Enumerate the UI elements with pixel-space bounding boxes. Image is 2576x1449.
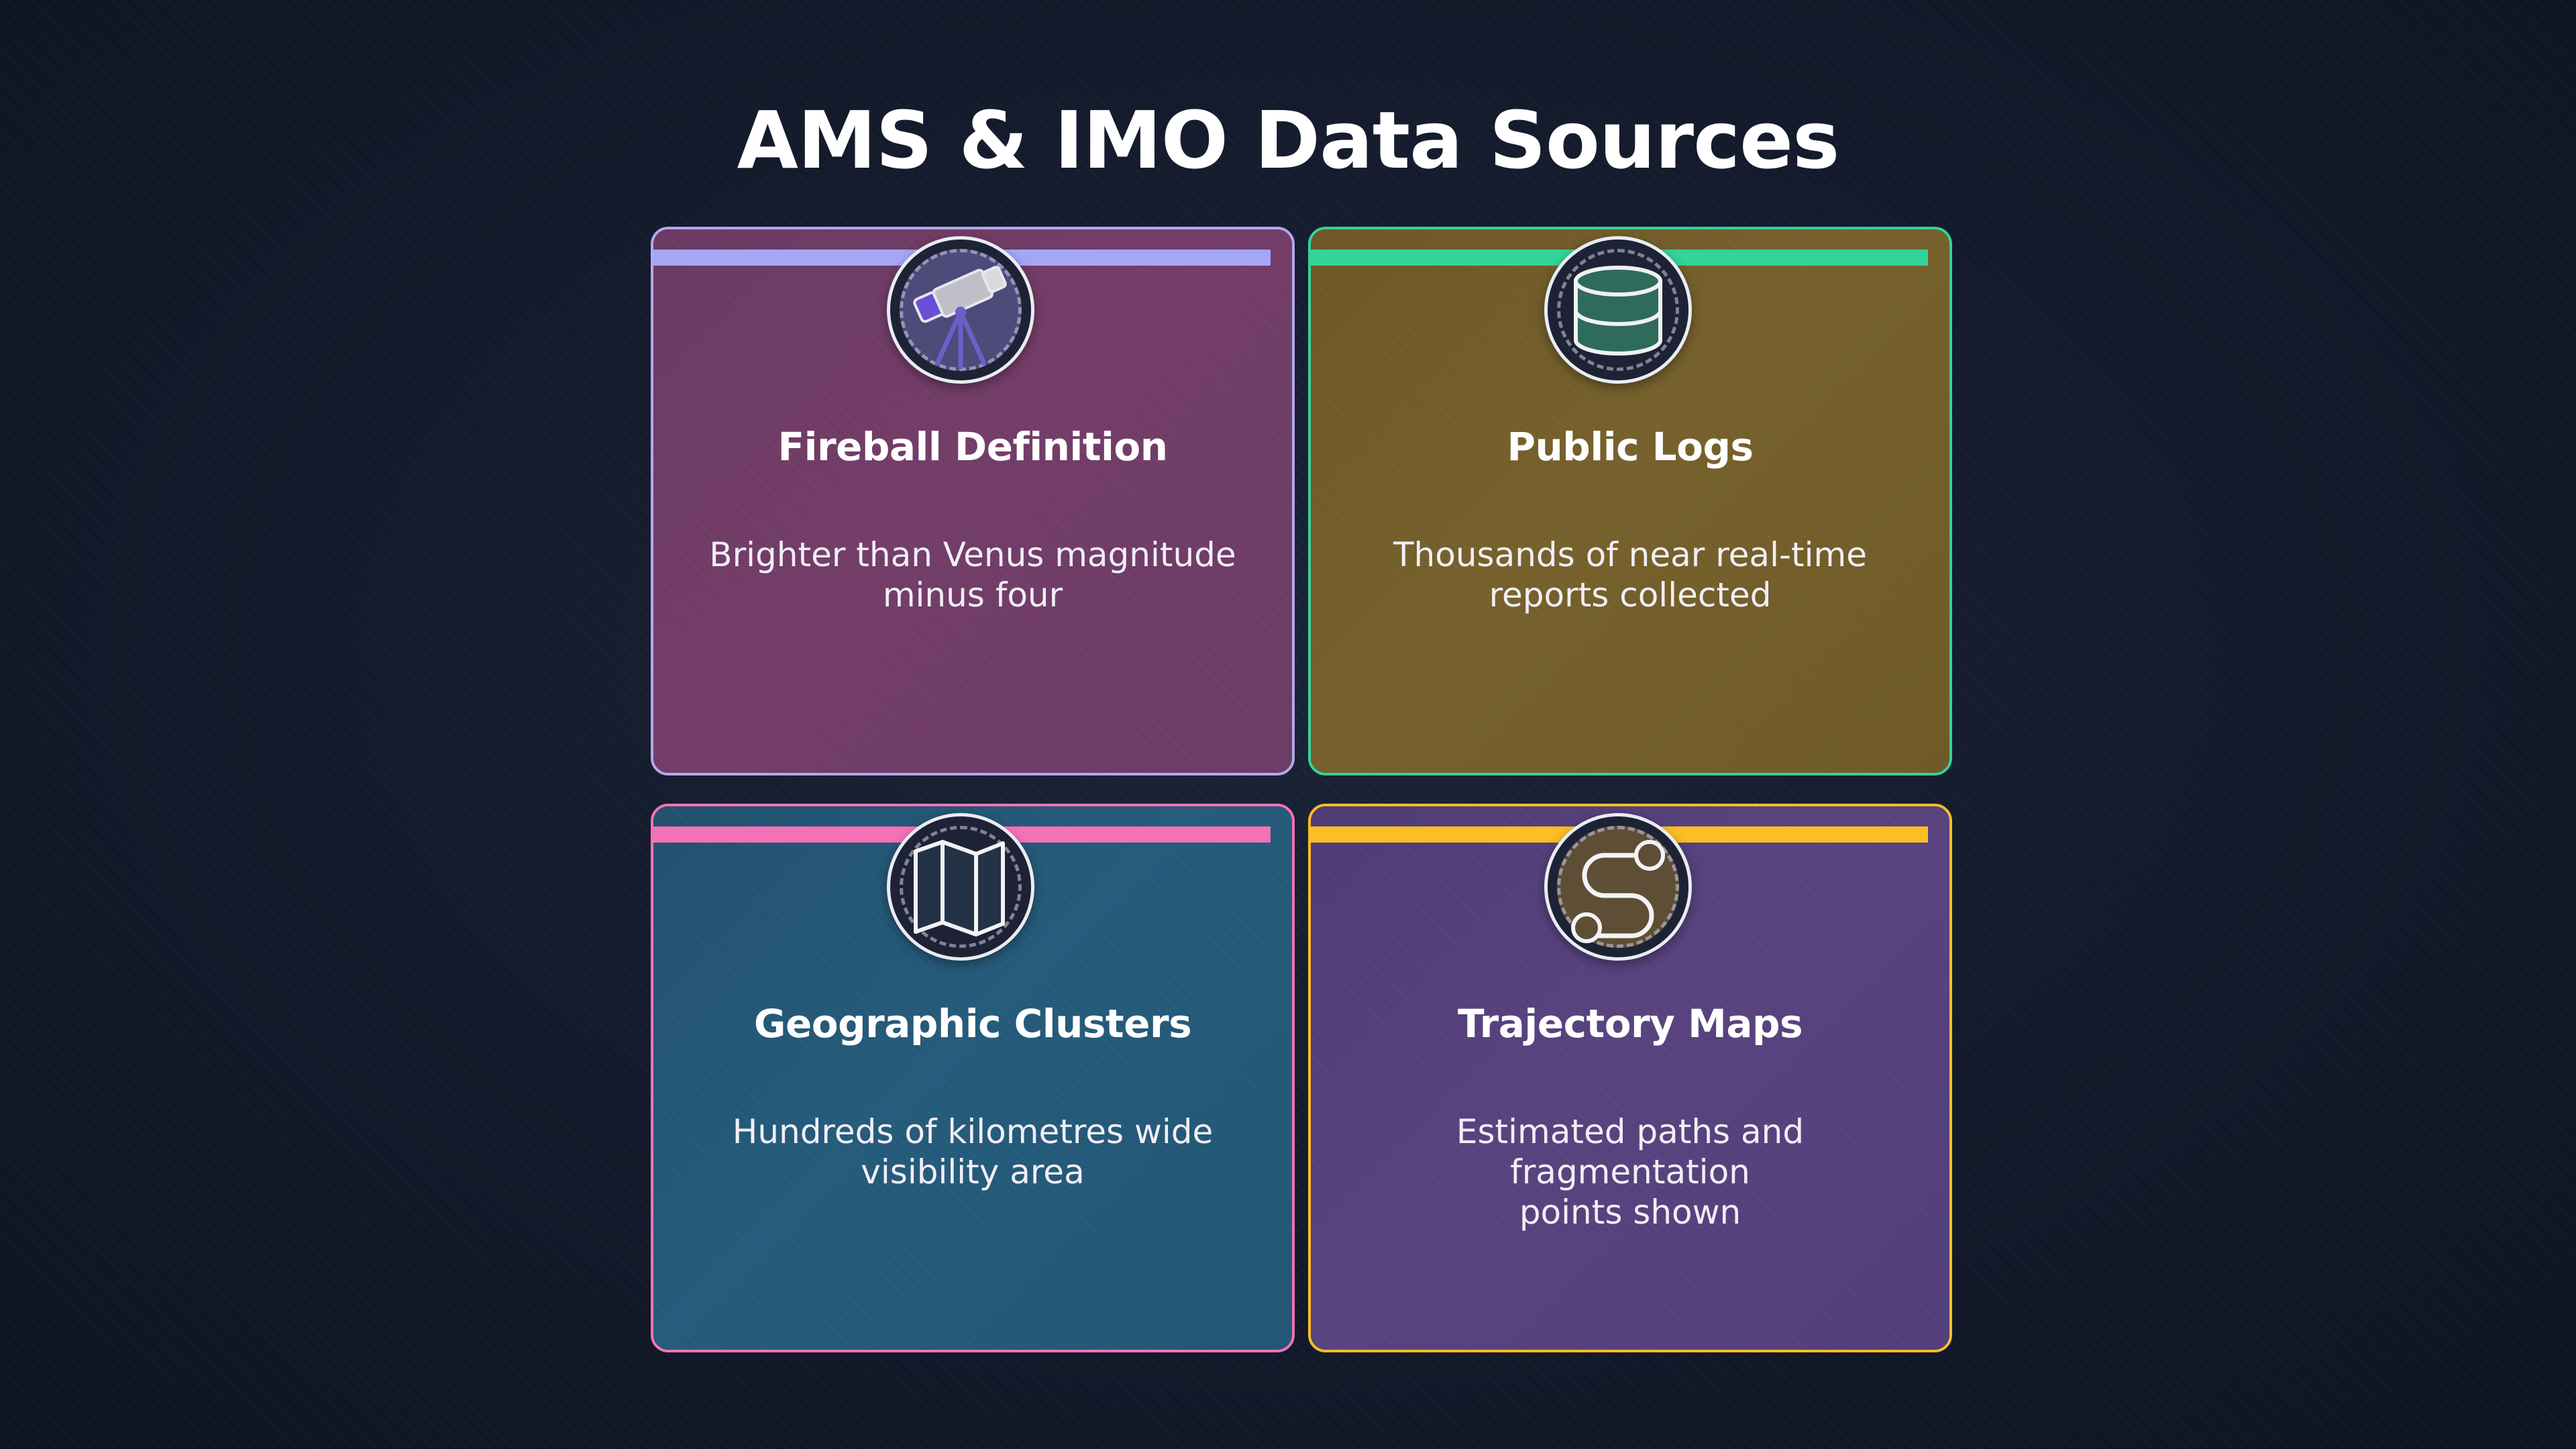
icon-badge — [887, 236, 1034, 384]
card-public-logs: Public Logs Thousands of near real-time … — [1308, 227, 1952, 775]
description-line: reports collected — [1489, 576, 1772, 614]
card-title: Fireball Definition — [777, 424, 1168, 470]
database-icon — [1574, 266, 1662, 356]
card-geographic-clusters: Geographic Clusters Hundreds of kilometr… — [651, 804, 1295, 1352]
description-line: Brighter than Venus magnitude — [709, 535, 1236, 574]
card-description: Thousands of near real-time reports coll… — [1351, 535, 1909, 615]
card-description: Estimated paths and fragmentation points… — [1351, 1112, 1909, 1232]
icon-badge — [887, 813, 1034, 961]
description-line: points shown — [1519, 1193, 1741, 1232]
card-title: Geographic Clusters — [753, 1001, 1192, 1046]
card-description: Brighter than Venus magnitude minus four — [694, 535, 1252, 615]
card-title: Public Logs — [1507, 424, 1754, 470]
icon-badge — [1544, 813, 1692, 961]
description-line: visibility area — [861, 1152, 1085, 1191]
description-line: minus four — [882, 576, 1063, 614]
telescope-icon — [913, 266, 1007, 370]
route-icon — [1571, 840, 1665, 943]
description-line: Hundreds of kilometres wide — [732, 1112, 1214, 1151]
description-line: Estimated paths and fragmentation — [1456, 1112, 1805, 1191]
card-description: Hundreds of kilometres wide visibility a… — [694, 1112, 1252, 1192]
description-line: Thousands of near real-time — [1393, 535, 1867, 574]
page-title: AMS & IMO Data Sources — [737, 94, 1840, 186]
card-title: Trajectory Maps — [1457, 1001, 1803, 1046]
map-icon — [914, 840, 1005, 936]
card-trajectory-maps: Trajectory Maps Estimated paths and frag… — [1308, 804, 1952, 1352]
icon-badge — [1544, 236, 1692, 384]
card-fireball-definition: Fireball Definition Brighter than Venus … — [651, 227, 1295, 775]
